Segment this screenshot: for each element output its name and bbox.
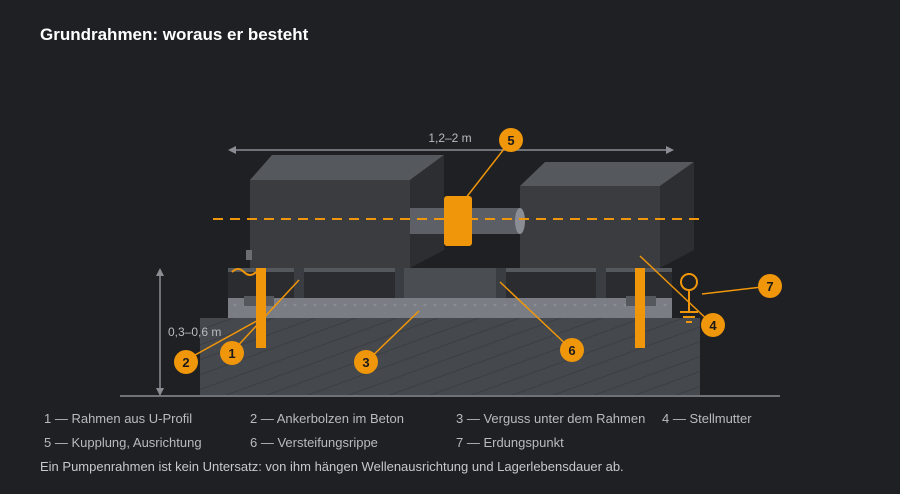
height-dimension-label: 0,3–0,6 m: [168, 325, 221, 339]
grounding-symbol-icon: [680, 273, 698, 323]
svg-text:1: 1: [228, 346, 235, 361]
width-dimension: [228, 146, 674, 154]
svg-text:4: 4: [709, 318, 717, 333]
svg-text:2: 2: [182, 355, 189, 370]
legend-item-7: 7 — Erdungspunkt: [456, 435, 564, 450]
diagram-title: Grundrahmen: woraus er besteht: [40, 25, 309, 44]
svg-text:6: 6: [568, 343, 575, 358]
caption: Ein Pumpenrahmen ist kein Untersatz: von…: [40, 459, 624, 474]
grout-layer: [228, 298, 672, 318]
callout-4: 4: [701, 313, 725, 337]
callout-6: 6: [560, 338, 584, 362]
height-dimension: [156, 268, 164, 396]
coupling: [444, 196, 472, 246]
concrete-foundation: [200, 318, 700, 396]
legend-item-4: 4 — Stellmutter: [662, 411, 752, 426]
legend-item-1: 1 — Rahmen aus U-Profil: [44, 411, 193, 426]
callout-1: 1: [220, 341, 244, 365]
legend-item-5: 5 — Kupplung, Ausrichtung: [44, 435, 202, 450]
legend-item-2: 2 — Ankerbolzen im Beton: [250, 411, 404, 426]
callout-2: 2: [174, 350, 198, 374]
motor-block: [231, 155, 444, 276]
svg-text:5: 5: [507, 133, 514, 148]
callout-5: 5: [499, 128, 523, 152]
callout-3: 3: [354, 350, 378, 374]
svg-text:7: 7: [766, 279, 773, 294]
stiffening-rib: [404, 268, 496, 298]
width-dimension-label: 1,2–2 m: [428, 131, 471, 145]
anchor-bolt-left: [256, 268, 266, 348]
legend-item-6: 6 — Versteifungsrippe: [250, 435, 378, 450]
pump-block: [520, 162, 694, 268]
anchor-bolt-right: [635, 268, 645, 348]
legend-item-3: 3 — Verguss unter dem Rahmen: [456, 411, 646, 426]
callout-7: 7: [758, 274, 782, 298]
svg-text:3: 3: [362, 355, 369, 370]
